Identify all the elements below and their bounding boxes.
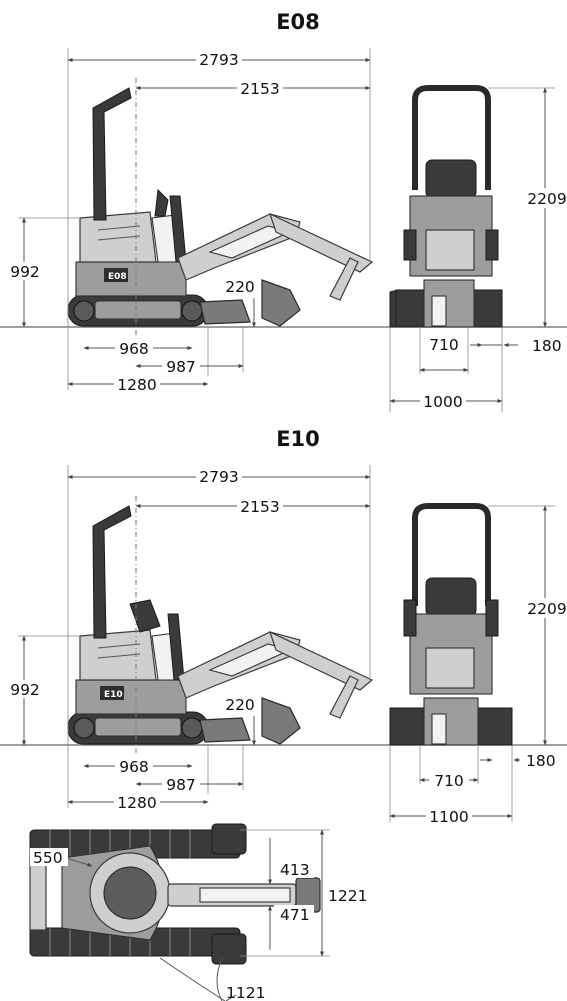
rops-frame-front: [412, 503, 491, 606]
dim-top-width: 1221: [328, 887, 367, 905]
dim-blade-lift: 220: [225, 278, 255, 296]
engine-hood: [79, 629, 157, 681]
model-e08: E08 E08: [0, 10, 567, 412]
model-title: E08: [276, 10, 320, 34]
model-e10: E10 E10: [0, 427, 567, 826]
dim-line-offset-left: [65, 857, 93, 867]
dozer-blade-top: [29, 855, 47, 931]
top-view-excavator: 413 471 1221 550 1121: [29, 823, 370, 1001]
dim-length: 2793: [199, 51, 238, 69]
dim-blade-distance: 987: [166, 358, 196, 376]
dim-offset-left: 550: [33, 849, 63, 867]
dim-total-width: 1100: [429, 808, 468, 826]
dim-track-length: 968: [119, 758, 149, 776]
arm: [268, 630, 374, 691]
dim-blade-distance: 987: [166, 776, 196, 794]
dim-height: 2209: [527, 600, 566, 618]
dim-offset-lower: 471: [280, 906, 310, 924]
dim-reach: 2153: [240, 498, 279, 516]
rops-frame: [92, 505, 132, 639]
seat: [425, 159, 477, 199]
side-view-excavator: E10: [67, 505, 374, 745]
dim-reach: 2153: [240, 80, 279, 98]
arm: [268, 212, 374, 273]
bucket: [261, 279, 301, 327]
dim-height: 2209: [527, 190, 566, 208]
dim-swing-radius: 1121: [226, 984, 265, 1001]
dim-blade-lift: 220: [225, 696, 255, 714]
swing-arc: [159, 957, 226, 1001]
dim-track-gauge: 710: [429, 336, 459, 354]
left-track-front: [389, 707, 427, 746]
dim-total-width: 1000: [423, 393, 462, 411]
model-title: E10: [276, 427, 320, 451]
svg-text:E10: E10: [104, 690, 123, 700]
dim-track-gauge: 710: [434, 772, 464, 790]
right-track-front: [475, 707, 513, 746]
side-view-excavator: E08: [67, 87, 374, 327]
dim-track-width: 180: [526, 752, 556, 770]
rops-frame: [92, 87, 132, 221]
dim-base-length: 1280: [117, 794, 156, 812]
engine-hood: [79, 211, 157, 263]
dim-cab-height: 992: [10, 263, 40, 281]
front-view-excavator: [389, 85, 503, 328]
dim-base-length: 1280: [117, 376, 156, 394]
dim-track-length: 968: [119, 340, 149, 358]
chassis: [75, 679, 187, 715]
front-view-excavator: [389, 503, 513, 746]
dim-cab-height: 992: [10, 681, 40, 699]
rops-frame-front: [412, 85, 491, 190]
dozer-blade: [199, 717, 251, 743]
dozer-blade: [199, 299, 251, 325]
dim-track-width: 180: [532, 337, 562, 355]
dim-length: 2793: [199, 468, 238, 486]
dim-offset-upper: 413: [280, 861, 310, 879]
bucket: [261, 697, 301, 745]
seat: [425, 577, 477, 617]
svg-text:E08: E08: [108, 272, 127, 282]
chassis: [75, 261, 187, 297]
